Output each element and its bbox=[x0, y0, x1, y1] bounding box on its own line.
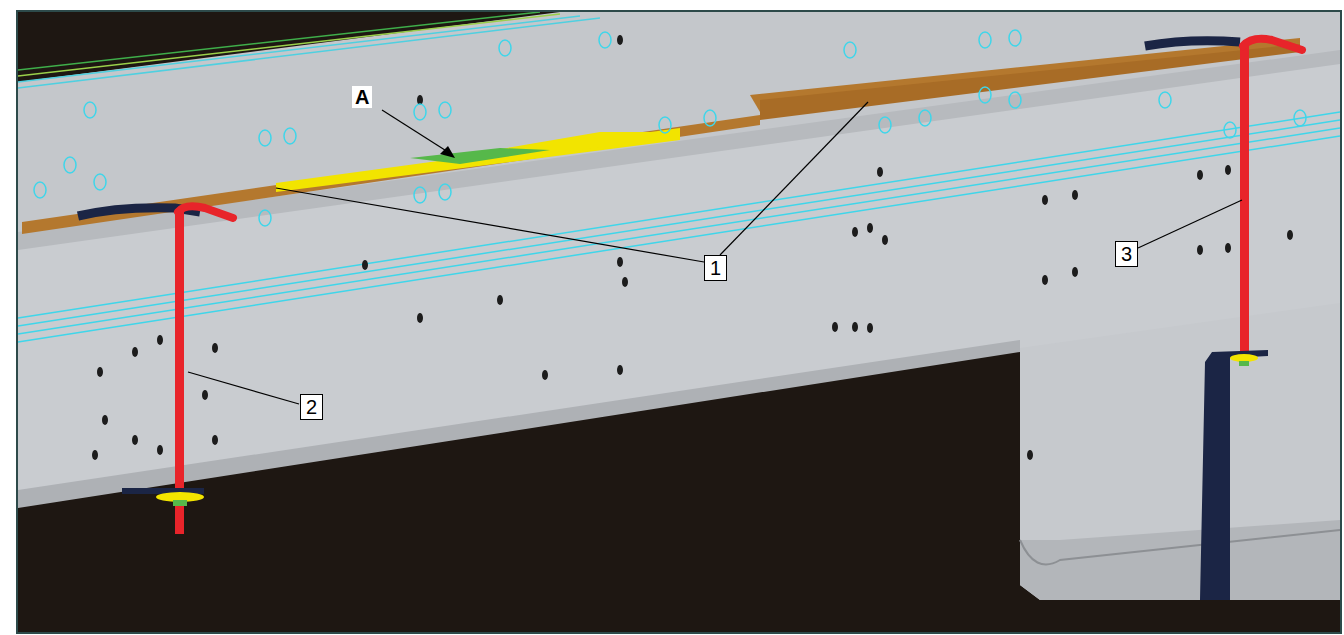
green-pad bbox=[410, 148, 550, 164]
insulation-strip bbox=[22, 115, 760, 234]
frame-hole bbox=[622, 277, 628, 287]
hole-outline bbox=[259, 210, 271, 226]
frame-hole bbox=[102, 415, 108, 425]
frame-hole bbox=[157, 335, 163, 345]
flange-edge bbox=[18, 50, 1340, 250]
hole-outline bbox=[499, 40, 511, 56]
arrowhead bbox=[440, 146, 455, 158]
hole-outline bbox=[1159, 92, 1171, 108]
hole-outline bbox=[414, 187, 426, 203]
frame-hole bbox=[867, 323, 873, 333]
lower-flange bbox=[18, 340, 1020, 508]
hole-outline bbox=[1009, 30, 1021, 46]
hole-outline bbox=[599, 32, 611, 48]
holes bbox=[34, 30, 1306, 460]
frame-hole bbox=[617, 365, 623, 375]
hole-outline bbox=[659, 117, 671, 133]
frame-hole bbox=[212, 435, 218, 445]
hole-outline bbox=[1009, 92, 1021, 108]
edge-lines bbox=[18, 12, 600, 88]
frame-hole bbox=[852, 227, 858, 237]
hole-outline bbox=[259, 130, 271, 146]
hole-outline bbox=[34, 182, 46, 198]
hole-outline bbox=[84, 102, 96, 118]
hole-outline bbox=[439, 102, 451, 118]
bracket-bend bbox=[1020, 530, 1340, 565]
frame-hole bbox=[542, 370, 548, 380]
frame-hole bbox=[202, 390, 208, 400]
frame-hole bbox=[132, 347, 138, 357]
leader-lines bbox=[188, 102, 1242, 404]
bracket-flange bbox=[1020, 520, 1340, 600]
hole-outline bbox=[284, 128, 296, 144]
frame-hole bbox=[617, 35, 623, 45]
frame-hole bbox=[92, 450, 98, 460]
frame-hole bbox=[1072, 267, 1078, 277]
frame-hole bbox=[212, 343, 218, 353]
bolt bbox=[1145, 39, 1302, 600]
hole-outline bbox=[979, 87, 991, 103]
callout-number: 1 bbox=[704, 255, 727, 281]
frame-hole bbox=[1042, 195, 1048, 205]
hole-outline bbox=[64, 157, 76, 173]
frame-hole bbox=[157, 445, 163, 455]
frame-hole bbox=[1225, 165, 1231, 175]
frame-hole bbox=[362, 260, 368, 270]
bracket bbox=[1020, 303, 1340, 600]
hole-outline bbox=[979, 32, 991, 48]
frame-hole bbox=[832, 322, 838, 332]
hole-outline bbox=[1294, 110, 1306, 126]
background bbox=[18, 12, 1340, 632]
frame-hole bbox=[1197, 245, 1203, 255]
frame-hole bbox=[1072, 190, 1078, 200]
frame-border bbox=[17, 11, 1341, 633]
frame-hole bbox=[1042, 275, 1048, 285]
callout-number: 3 bbox=[1115, 241, 1138, 267]
frame-hole bbox=[867, 223, 873, 233]
hole-outline bbox=[704, 110, 716, 126]
hole-outline bbox=[439, 184, 451, 200]
frame-hole bbox=[132, 435, 138, 445]
frame-hole bbox=[1225, 243, 1231, 253]
hole-outline bbox=[919, 110, 931, 126]
frame-hole bbox=[1027, 450, 1033, 460]
bolt bbox=[78, 206, 233, 534]
hole-outline bbox=[414, 104, 426, 120]
web-lines bbox=[18, 112, 1340, 342]
callout-letter: A bbox=[352, 86, 372, 108]
frame-hole bbox=[1197, 170, 1203, 180]
frame-hole bbox=[417, 313, 423, 323]
hole-outline bbox=[94, 174, 106, 190]
yellow-pad bbox=[276, 128, 680, 192]
frame-hole bbox=[877, 167, 883, 177]
frame-hole bbox=[882, 235, 888, 245]
frame-hole bbox=[97, 367, 103, 377]
frame-hole bbox=[497, 295, 503, 305]
callout-number: 2 bbox=[300, 394, 323, 420]
insulation-strip bbox=[760, 44, 1300, 120]
hole-outline bbox=[879, 117, 891, 133]
hole-outline bbox=[1224, 122, 1236, 138]
frame-hole bbox=[617, 257, 623, 267]
hole-outline bbox=[844, 42, 856, 58]
frame-hole bbox=[1287, 230, 1293, 240]
frame-hole bbox=[852, 322, 858, 332]
